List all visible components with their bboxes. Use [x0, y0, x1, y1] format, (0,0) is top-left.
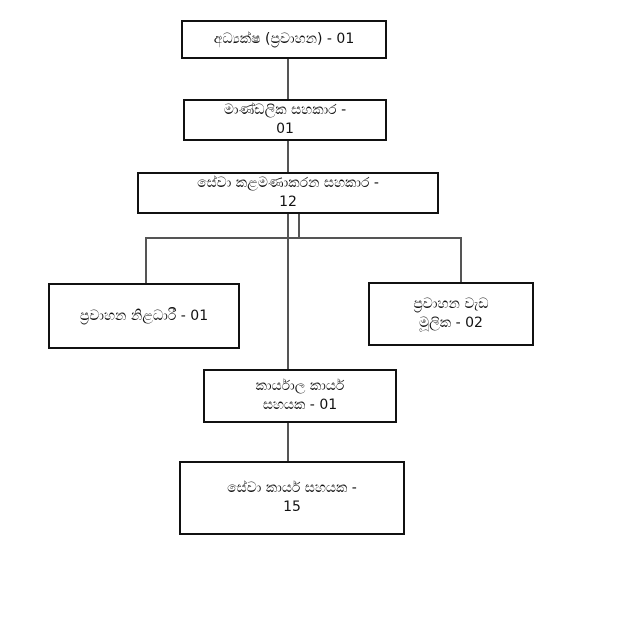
connector-service-management-trunk — [298, 212, 300, 238]
connector-office-to-service-assistant — [287, 421, 289, 463]
connector-to-office-assistant — [287, 212, 289, 371]
node-transport-workshop-head-label: ප්‍රවාහන වැඩ මූලික - 02 — [413, 296, 489, 331]
connector-to-transport-officer — [145, 237, 147, 285]
connector-director-to-regional — [287, 57, 289, 101]
node-regional-assistant: මාණ්ඩලික සහකාර - 01 — [183, 99, 387, 141]
node-service-management-assistant: සේවා කළමණාකරන සහකාර - 12 — [137, 172, 439, 214]
node-director-label: අධ්‍යක්ෂ (ප්‍රවාහන) - 01 — [213, 31, 355, 48]
node-regional-assistant-label: මාණ්ඩලික සහකාර - 01 — [223, 102, 347, 137]
node-office-assistant-label: කාර්යාල කාර්ය සහයක - 01 — [255, 378, 345, 413]
node-transport-officer: ප්‍රවාහන නිළධාරී - 01 — [48, 283, 240, 349]
node-office-assistant: කාර්යාල කාර්ය සහයක - 01 — [203, 369, 397, 423]
node-director: අධ්‍යක්ෂ (ප්‍රවාහන) - 01 — [181, 20, 387, 59]
node-service-management-assistant-label: සේවා කළමණාකරන සහකාර - 12 — [197, 175, 379, 210]
node-transport-officer-label: ප්‍රවාහන නිළධාරී - 01 — [79, 307, 209, 324]
connector-to-workshop-head — [460, 237, 462, 284]
connector-branch-horizontal — [145, 237, 462, 239]
connector-regional-to-service-management — [287, 140, 289, 174]
node-service-assistant: සේවා කාර්ය සහයක - 15 — [179, 461, 405, 535]
node-service-assistant-label: සේවා කාර්ය සහයක - 15 — [227, 480, 357, 515]
node-transport-workshop-head: ප්‍රවාහන වැඩ මූලික - 02 — [368, 282, 534, 346]
